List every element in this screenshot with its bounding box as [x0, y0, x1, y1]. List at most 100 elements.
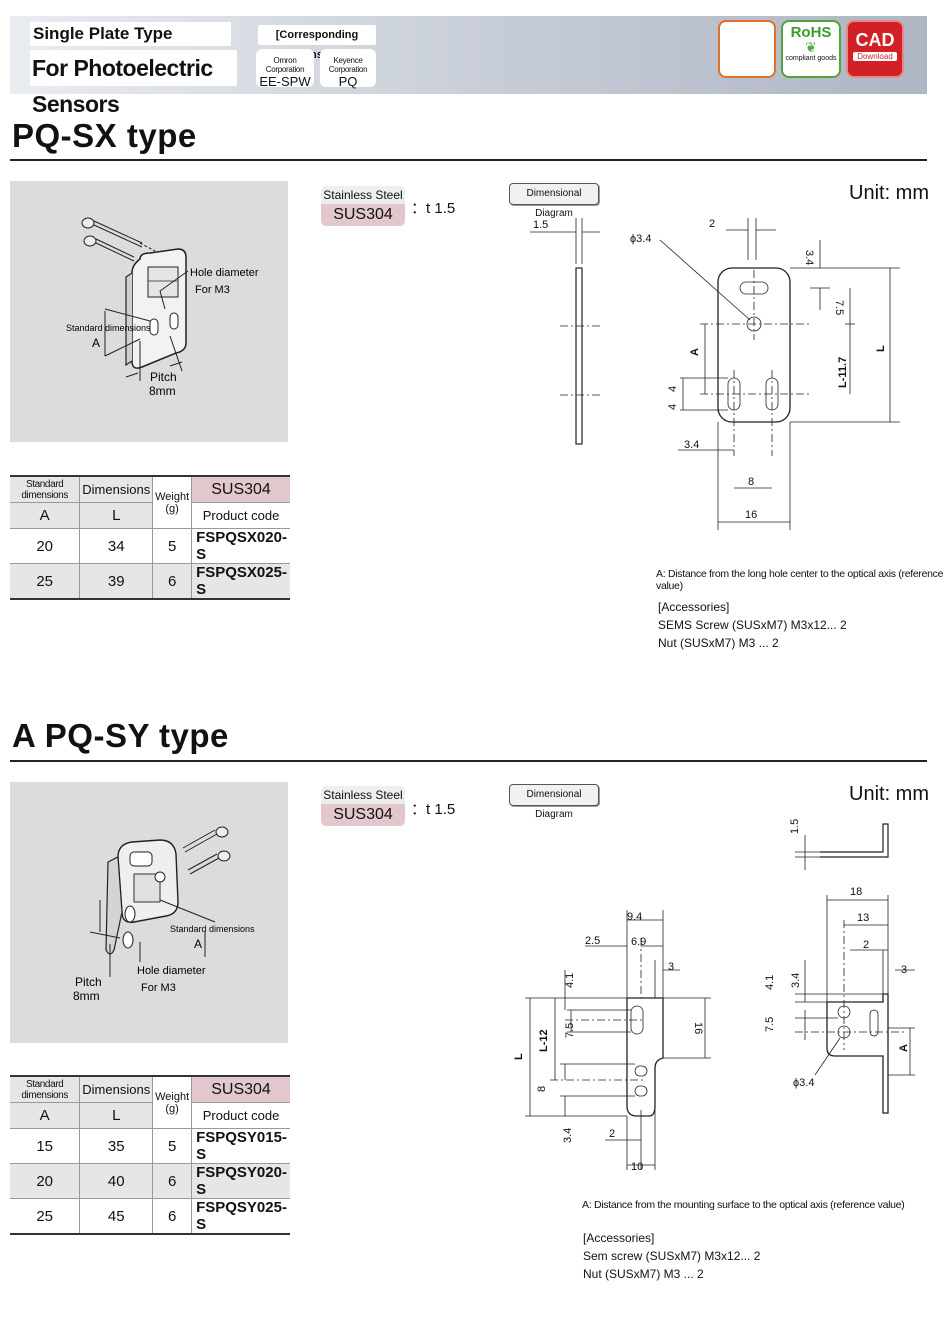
- product-code: FSPQSY020-S: [191, 1163, 290, 1199]
- photo-label-pitch: Pitch: [150, 370, 177, 384]
- sensor-company: Omron Corporation: [265, 56, 305, 74]
- photo-label-a: A: [92, 336, 100, 350]
- accessories: [Accessories] SEMS Screw (SUSxM7) M3x12.…: [658, 598, 847, 652]
- thickness-label: ：t 1.5: [411, 200, 456, 217]
- unit-label: Unit: mm: [849, 182, 929, 204]
- dimensional-diagram-tag: Dimensional Diagram: [509, 183, 599, 219]
- section-divider: [10, 159, 927, 161]
- bracket-illustration: Standard dimensions A Hole diameter For …: [73, 826, 255, 1003]
- photo-label-hole-size: For M3: [141, 982, 176, 994]
- photo-label-hole: Hole diameter: [190, 267, 259, 279]
- dim-2: 2: [709, 218, 715, 230]
- dim-thickness: 1.5: [533, 219, 548, 231]
- dim-r-2: 2: [863, 939, 869, 951]
- unit-label: Unit: mm: [849, 783, 929, 805]
- bracket-illustration: Hole diameter For M3 Standard dimensions…: [66, 217, 259, 398]
- spec-table-pq-sy: Standard dimensions Dimensions Weight(g)…: [10, 1075, 290, 1235]
- col-l: L: [79, 502, 153, 529]
- dim-a: A: [689, 348, 701, 356]
- dimensional-diagram-tag: Dimensional Diagram: [509, 784, 599, 820]
- rohs-text: RoHS: [790, 24, 832, 41]
- material-name: Stainless Steel: [321, 786, 405, 804]
- leaf-icon: ❦: [805, 39, 817, 55]
- dim-l: L: [875, 345, 887, 352]
- photo-label-std: Standard dimensions: [170, 924, 255, 934]
- dim-9-4: 9.4: [627, 911, 642, 923]
- reference-note: A: Distance from the long hole center to…: [656, 568, 944, 592]
- table-row: 20 40 6 FSPQSY020-S: [10, 1163, 290, 1199]
- col-a: A: [10, 502, 80, 529]
- photo-label-pitch-val: 8mm: [73, 989, 100, 1003]
- reference-note: A: Distance from the mounting surface to…: [582, 1199, 905, 1211]
- photo-label-a: A: [194, 937, 202, 951]
- rohs-sub-text: compliant goods: [785, 55, 837, 62]
- accessory-item: Nut (SUSxM7) M3 ... 2: [658, 636, 779, 650]
- dim-l-12: L-12: [538, 1029, 550, 1052]
- spec-table-pq-sx: Standard dimensions Dimensions Weight(g)…: [10, 475, 290, 600]
- thickness-value: t 1.5: [426, 801, 456, 818]
- photo-label-hole: Hole diameter: [137, 965, 206, 977]
- material-name: Stainless Steel: [321, 186, 405, 204]
- photo-label-pitch: Pitch: [75, 975, 102, 989]
- dim-r-18: 18: [850, 886, 862, 898]
- accessory-item: Nut (SUSxM7) M3 ... 2: [583, 1267, 704, 1281]
- product-photo-pq-sx: Hole diameter For M3 Standard dimensions…: [10, 181, 288, 442]
- page-title: For Photoelectric Sensors: [30, 50, 237, 117]
- dim-4b: 4: [667, 404, 679, 410]
- dim-10: 10: [631, 1161, 643, 1173]
- col-material: SUS304: [191, 1075, 290, 1103]
- material-grade: SUS304: [321, 804, 405, 826]
- col-product-code: Product code: [191, 1102, 290, 1129]
- table-row: 15 35 5 FSPQSY015-S: [10, 1128, 290, 1164]
- sensor-model: PQ: [338, 74, 358, 89]
- accessories-title: [Accessories]: [658, 600, 730, 614]
- dim-t: 1.5: [789, 819, 801, 834]
- dim-r-hole: ϕ3.4: [793, 1077, 814, 1089]
- table-row: 25 45 6 FSPQSY025-S: [10, 1198, 290, 1235]
- material-tag: Stainless Steel SUS304: [321, 786, 405, 826]
- table-row: 20 34 5 FSPQSX020-S: [10, 528, 290, 564]
- dim-hole: ϕ3.4: [630, 233, 651, 245]
- dim-4-1: 4.1: [564, 973, 576, 988]
- product-code: FSPQSY015-S: [191, 1128, 290, 1164]
- col-l: L: [79, 1102, 153, 1129]
- col-std-dimensions: Standard dimensions: [10, 475, 80, 503]
- sensor-omron: Omron Corporation EE-SPW: [256, 49, 314, 89]
- col-dimensions: Dimensions: [79, 475, 153, 503]
- corresponding-sensor-label: [Corresponding Sensor]: [258, 25, 376, 61]
- dim-8: 8: [748, 476, 754, 488]
- col-weight: Weight(g): [152, 475, 192, 529]
- dim-r-3: 3: [901, 964, 907, 976]
- rohs-badge: RoHS ❦ compliant goods: [781, 20, 841, 78]
- dim-6-9: 6.9: [631, 936, 646, 948]
- col-a: A: [10, 1102, 80, 1129]
- col-dimensions: Dimensions: [79, 1075, 153, 1103]
- dim-8: 8: [536, 1086, 548, 1092]
- col-weight: Weight(g): [152, 1075, 192, 1129]
- dim-r-7-5: 7.5: [764, 1017, 776, 1032]
- sensor-model: EE-SPW: [259, 74, 311, 89]
- thickness-value: t 1.5: [426, 200, 456, 217]
- cad-sub-text: Download: [853, 52, 897, 61]
- dim-3: 3: [668, 961, 674, 973]
- accessory-item: SEMS Screw (SUSxM7) M3x12... 2: [658, 618, 847, 632]
- product-photo-pq-sy: Standard dimensions A Hole diameter For …: [10, 782, 288, 1043]
- dim-r-a: A: [898, 1044, 910, 1052]
- col-std-dimensions: Standard dimensions: [10, 1075, 80, 1103]
- dim-r-13: 13: [857, 912, 869, 924]
- accessories: [Accessories] Sem screw (SUSxM7) M3x12..…: [583, 1229, 760, 1283]
- dim-r-4-1: 4.1: [764, 975, 776, 990]
- dim-3-4: 3.4: [562, 1128, 574, 1143]
- photo-label-pitch-val: 8mm: [149, 384, 176, 398]
- section-title-pq-sx: PQ-SX type: [12, 117, 197, 154]
- material-grade: SUS304: [321, 204, 405, 226]
- cad-download-button[interactable]: CAD Download: [846, 20, 904, 78]
- section-title-pq-sy: A PQ-SY type: [12, 717, 229, 754]
- product-type-label: Single Plate Type: [30, 22, 231, 46]
- dim-2-5: 2.5: [585, 935, 600, 947]
- sensor-company: Keyence Corporation: [328, 56, 368, 74]
- dim-l: L: [513, 1053, 525, 1060]
- accessory-item: Sem screw (SUSxM7) M3x12... 2: [583, 1249, 761, 1263]
- blank-badge: [718, 20, 776, 78]
- section-divider: [10, 760, 927, 762]
